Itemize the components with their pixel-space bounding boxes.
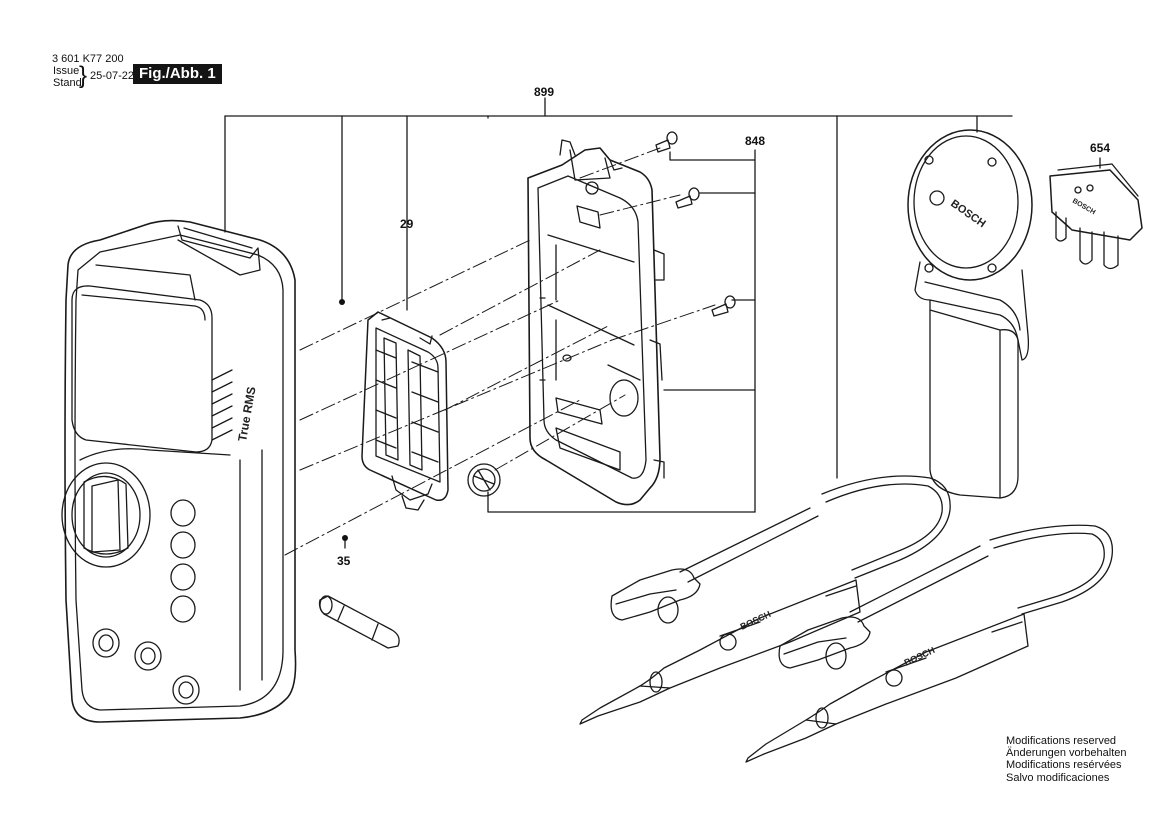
stand-label: Stand bbox=[53, 77, 82, 89]
note-line: Änderungen vorbehalten bbox=[1006, 747, 1127, 760]
leader-899 bbox=[224, 97, 1013, 479]
test-lead-1 bbox=[579, 475, 951, 725]
modifications-notes: Modifications reserved Änderungen vorbeh… bbox=[1006, 735, 1126, 784]
holder-brand-text: BOSCH bbox=[948, 198, 987, 231]
note-line: Salvo modificaciones bbox=[1006, 771, 1110, 784]
note-line: Modifications reserved bbox=[1006, 735, 1117, 747]
note-line: Modifications resérvées bbox=[1006, 759, 1122, 772]
meter-true-rms-text: True RMS bbox=[235, 386, 258, 443]
part-label-654: 654 bbox=[1090, 141, 1110, 155]
adapter-brand-text: BOSCH bbox=[1071, 198, 1096, 217]
magnetic-holder bbox=[907, 129, 1033, 499]
fuse bbox=[318, 595, 400, 649]
brace-symbol: } bbox=[79, 62, 88, 89]
explosion-lines bbox=[284, 147, 716, 556]
figure-label: Fig./Abb. 1 bbox=[133, 64, 222, 84]
adapter bbox=[1049, 163, 1143, 270]
battery-cover bbox=[361, 311, 449, 511]
battery-cap bbox=[467, 463, 501, 497]
part-label-35: 35 bbox=[337, 554, 351, 568]
issue-label: Issue bbox=[53, 65, 80, 77]
leader-dot-35 bbox=[342, 535, 348, 541]
lead1-brand-text: BOSCH bbox=[739, 609, 773, 632]
multimeter bbox=[61, 219, 297, 723]
leader-dot-899 bbox=[339, 299, 345, 305]
part-label-29: 29 bbox=[400, 217, 414, 231]
issue-date: 25-07-22 bbox=[90, 70, 135, 82]
part-label-848: 848 bbox=[745, 134, 765, 148]
lead2-brand-text: BOSCH bbox=[903, 645, 937, 668]
document-number: 3 601 K77 200 bbox=[52, 53, 124, 65]
housing-back bbox=[527, 139, 665, 506]
part-label-899: 899 bbox=[534, 85, 554, 99]
leader-848 bbox=[487, 149, 756, 513]
test-lead-2 bbox=[745, 524, 1114, 763]
screws bbox=[655, 131, 736, 317]
